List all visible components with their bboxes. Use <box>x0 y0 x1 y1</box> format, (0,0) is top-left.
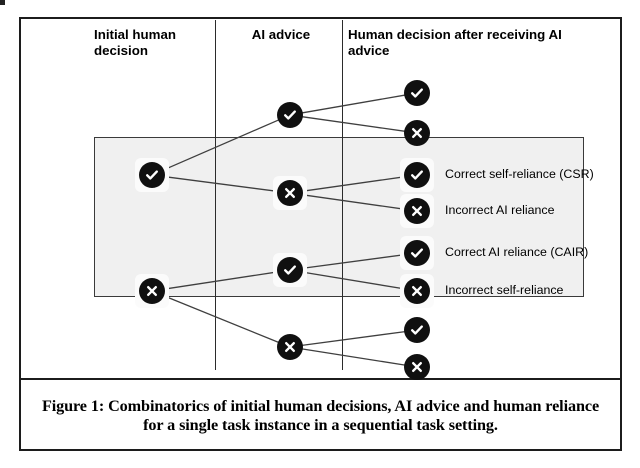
cross-icon <box>144 283 160 299</box>
edge-advice-correct-top-to-final-2 <box>301 116 406 132</box>
outcome-label-cair: Correct AI reliance (CAIR) <box>445 245 589 259</box>
node-advice-correct-top <box>277 102 303 128</box>
node-final-7 <box>404 317 430 343</box>
cross-icon <box>282 185 298 201</box>
check-icon <box>282 107 298 123</box>
node-final-8 <box>404 354 430 380</box>
figure-frame: Initial human decision AI advice Human d… <box>19 17 622 451</box>
cross-icon <box>409 203 425 219</box>
edge-initial-incorrect-to-advice-incorrect-bottom <box>162 294 280 344</box>
node-final-2 <box>404 120 430 146</box>
node-final-3 <box>404 162 430 188</box>
edge-advice-incorrect-bottom-to-final-8 <box>301 348 406 366</box>
check-icon <box>409 245 425 261</box>
edge-advice-correct-top-to-final-1 <box>301 94 406 114</box>
column-header-ai-advice: AI advice <box>251 27 311 42</box>
node-initial-incorrect <box>139 278 165 304</box>
diagram-area: Initial human decision AI advice Human d… <box>21 19 620 380</box>
check-icon <box>409 167 425 183</box>
check-icon <box>409 322 425 338</box>
column-header-initial-human-decision: Initial human decision <box>94 27 177 59</box>
outcome-label-incorrect-self-reliance: Incorrect self-reliance <box>445 283 564 297</box>
edge-advice-incorrect-bottom-to-final-7 <box>301 330 406 347</box>
check-icon <box>144 167 160 183</box>
column-divider-2 <box>342 20 343 370</box>
outcome-label-csr: Correct self-reliance (CSR) <box>445 167 594 181</box>
caption-area: Figure 1: Combinatorics of initial human… <box>21 382 620 449</box>
cross-icon <box>282 339 298 355</box>
node-final-5 <box>404 240 430 266</box>
check-icon <box>282 262 298 278</box>
node-final-1 <box>404 80 430 106</box>
node-initial-correct <box>139 162 165 188</box>
cross-icon <box>409 283 425 299</box>
column-divider-1 <box>215 20 216 370</box>
outcome-label-incorrect-ai-reliance: Incorrect AI reliance <box>445 203 555 217</box>
node-final-4 <box>404 198 430 224</box>
node-advice-incorrect-bottom <box>277 334 303 360</box>
node-advice-incorrect-upper <box>277 180 303 206</box>
cross-icon <box>409 125 425 141</box>
page-corner-mark <box>0 0 5 5</box>
cross-icon <box>409 359 425 375</box>
check-icon <box>409 85 425 101</box>
column-header-human-decision-after-ai: Human decision after receiving AI advice <box>348 27 562 59</box>
figure-caption: Figure 1: Combinatorics of initial human… <box>41 396 600 434</box>
node-final-6 <box>404 278 430 304</box>
node-advice-correct-lower <box>277 257 303 283</box>
